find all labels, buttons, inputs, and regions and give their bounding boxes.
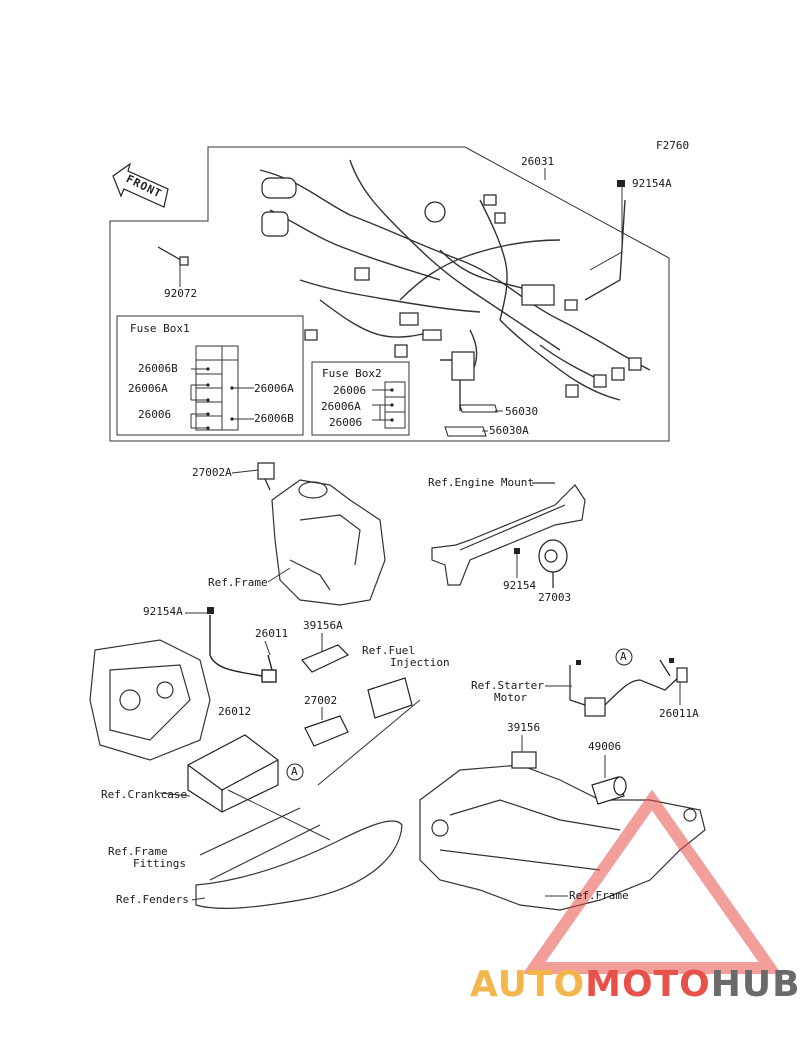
part-label-92154A-top: 92154A (632, 177, 672, 190)
canister-49006 (591, 776, 627, 805)
part-label-26012: 26012 (218, 705, 252, 718)
part-label-39156: 39156 (507, 721, 541, 734)
fuse-box1-drawing (190, 345, 254, 431)
fuse-box2-drawing (372, 381, 406, 429)
callout-a1-circle (286, 763, 304, 781)
part-label-26031: 26031 (521, 155, 555, 168)
fuse-box2-label: 26006 (333, 384, 367, 397)
bolts-starter (576, 658, 674, 665)
engine-mount-drawing (431, 482, 586, 586)
ref-label-frame-fittings-2: Fittings (133, 857, 186, 870)
relay-27002A (257, 462, 275, 491)
ecu-39156A (301, 644, 350, 673)
ref-label-starter-1: Ref.Starter (471, 679, 544, 692)
harness-connectors (261, 177, 642, 398)
ref-label-frame: Ref.Frame (208, 576, 268, 589)
bolt-92154A-mid (207, 607, 214, 614)
watermark-logo: AUTOMOTOHUB (470, 964, 800, 1005)
callout-a2: A (620, 650, 627, 663)
ref-label-frame-rear: Ref.Frame (569, 889, 629, 902)
callout-a1: A (291, 765, 298, 778)
fuse-box2-label: 26006A (321, 400, 361, 413)
ref-label-engine-mount: Ref.Engine Mount (428, 476, 534, 489)
part-label-92154: 92154 (503, 579, 537, 592)
fuse-box1-dots (206, 367, 234, 430)
fuse-box2-label: 26006 (329, 416, 363, 429)
part-label-26011A: 26011A (659, 707, 699, 720)
battery-39156 (511, 751, 537, 769)
watermark-triangle-icon (522, 789, 782, 974)
clamps-56030 (444, 404, 498, 437)
leader-lines (179, 168, 681, 901)
part-label-56030: 56030 (505, 405, 539, 418)
part-label-26011: 26011 (255, 627, 289, 640)
rear-fender-drawing (195, 807, 403, 909)
part-label-39156A: 39156A (303, 619, 343, 632)
ref-label-starter-2: Motor (494, 691, 528, 704)
tie-strap-92072 (157, 246, 189, 266)
part-label-27003: 27003 (538, 591, 572, 604)
part-label-92072: 92072 (164, 287, 198, 300)
ref-label-fuel-1: Ref.Fuel (362, 644, 415, 657)
part-label-27002: 27002 (304, 694, 338, 707)
watermark-moto: MOTO (585, 964, 711, 1005)
rear-frame-drawing (419, 764, 706, 911)
fuse-box1-right-label: 26006B (254, 412, 294, 425)
fuse-box1-left-label: 26006 (138, 408, 172, 421)
fuse-box2-title: Fuse Box2 (322, 367, 382, 380)
ref-label-frame-fittings-1: Ref.Frame (108, 845, 168, 858)
ref-label-fuel-2: Injection (390, 656, 450, 669)
front-arrow-icon (112, 162, 169, 208)
fuse-box1-title: Fuse Box1 (130, 322, 190, 335)
cable-26011 (209, 615, 277, 683)
harness-frame-outline (109, 146, 670, 442)
horn-27003 (538, 539, 568, 588)
starter-relay-drawing (569, 659, 688, 717)
bolt-92154A-top (617, 180, 625, 187)
ref-label-crankcase: Ref.Crankcase (101, 788, 188, 801)
fuel-injection-ecu (367, 677, 413, 719)
fuse-box2-dots (390, 388, 394, 422)
fuse-box1-outline (116, 315, 304, 436)
part-label-49006: 49006 (588, 740, 622, 753)
frame-bracket-drawing (271, 479, 386, 606)
fuse-box2-outline (311, 361, 410, 436)
part-label-27002A: 27002A (192, 466, 232, 479)
bolt-92154 (514, 548, 520, 554)
crankcase-drawing (89, 639, 211, 761)
part-label-56030A: 56030A (489, 424, 529, 437)
battery-26012 (187, 734, 279, 813)
part-label-92154A-mid: 92154A (143, 605, 183, 618)
figure-code: F2760 (656, 139, 690, 152)
ref-label-fenders: Ref.Fenders (116, 893, 189, 906)
fuse-box1-left-label: 26006B (138, 362, 178, 375)
fuse-box1-left-label: 26006A (128, 382, 168, 395)
callout-a2-circle (615, 648, 633, 666)
watermark-hub: HUB (710, 964, 800, 1005)
fuse-box1-right-label: 26006A (254, 382, 294, 395)
relay-27002 (304, 715, 349, 747)
watermark-auto: AUTO (470, 964, 586, 1005)
